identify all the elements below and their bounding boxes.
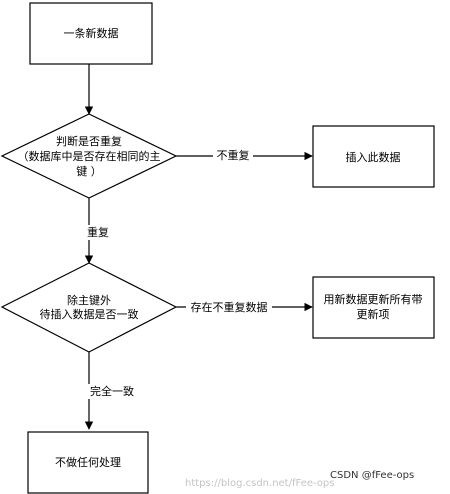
node-decision-same-line2: 待插入数据是否一致: [40, 307, 139, 321]
node-decision-dup-line2: （数据库中是否存在相同的主: [18, 149, 161, 163]
node-decision-same: [0, 262, 178, 353]
edge-all-same-label: 完全一致: [90, 384, 134, 398]
node-decision-dup-line3: 键 ）: [76, 164, 102, 178]
node-decision-dup-line1: 判断是否重复: [56, 134, 122, 148]
watermark-url: https://blog.csdn.net/fFee-ops: [185, 478, 334, 489]
node-decision-same-line1: 除主键外: [67, 293, 111, 307]
node-start-label: 一条新数据: [64, 26, 119, 40]
edge-exists-diff-label: 存在不重复数据: [191, 300, 268, 314]
node-update: [312, 276, 435, 339]
node-noop: [27, 431, 149, 494]
node-insert-label: 插入此数据: [346, 150, 401, 164]
edge-exists-diff-label-bg: [186, 299, 272, 314]
node-update-line1: 用新数据更新所有带: [324, 292, 423, 306]
node-noop-label: 不做任何处理: [55, 455, 121, 469]
node-insert: [312, 125, 435, 188]
node-decision-dup: [0, 113, 178, 199]
node-start: [29, 2, 153, 65]
edge-all-same-label-bg: [86, 384, 138, 399]
edge-not-dup-label-bg: [213, 148, 253, 163]
edge-dup-label: 重复: [87, 225, 109, 239]
edge-dup-label-bg: [86, 225, 112, 240]
edge-not-dup-label: 不重复: [217, 148, 250, 162]
watermark-credit: CSDN @fFee-ops: [330, 470, 414, 481]
node-update-line2: 更新项: [357, 307, 390, 321]
